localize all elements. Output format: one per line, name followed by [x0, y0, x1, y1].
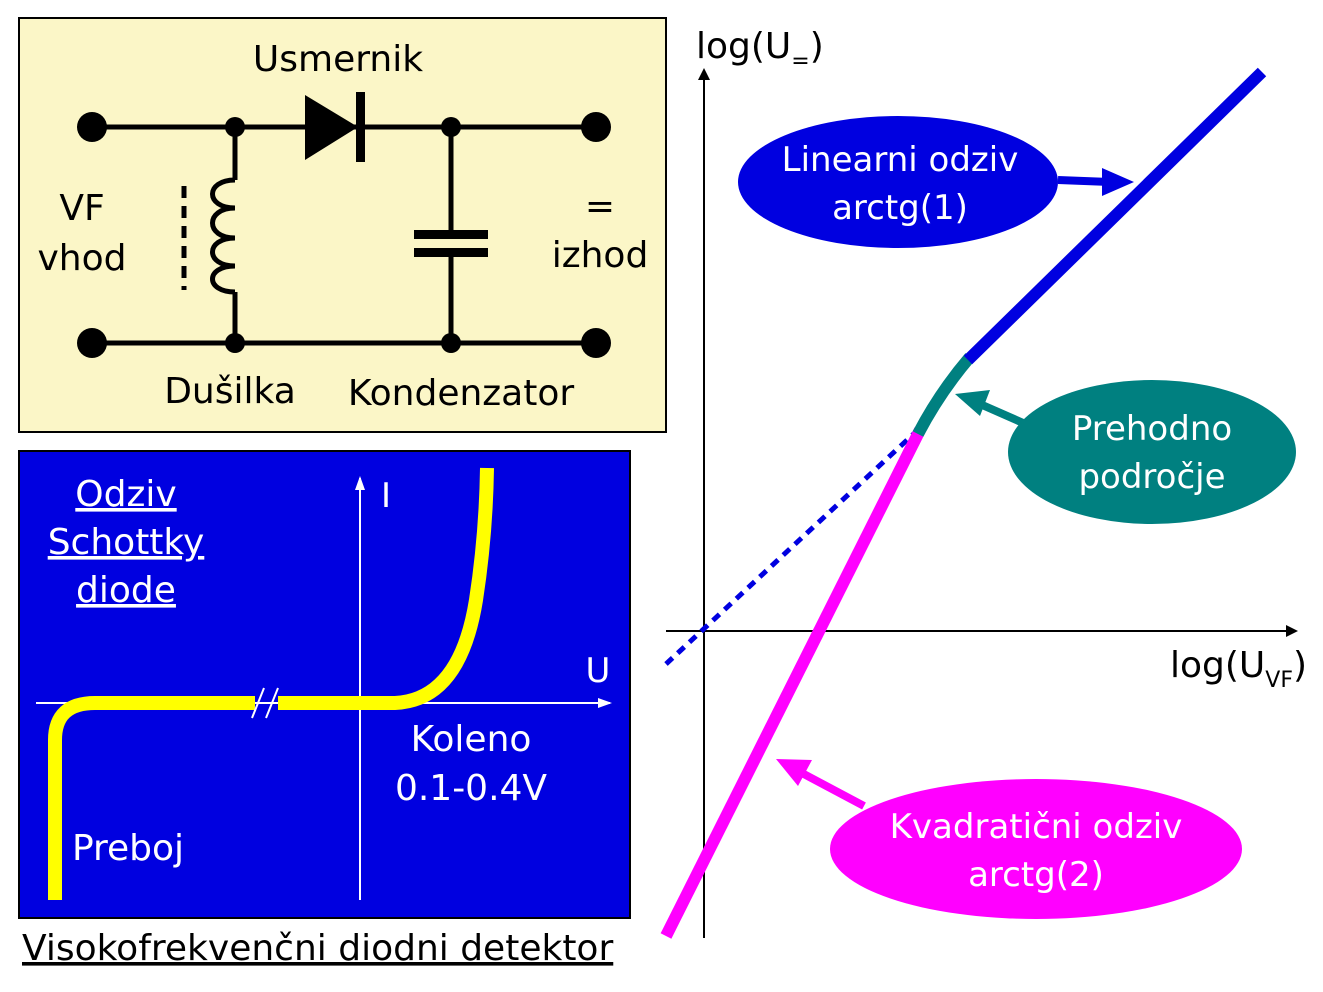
diode-iv-panel: Odziv Schottky diode I U Koleno 0.1-0.4V… — [18, 450, 631, 919]
linear-callout-bubble — [738, 116, 1058, 248]
knee-label-line2: 0.1-0.4V — [395, 768, 547, 809]
iv-title-line1: Odziv — [75, 474, 176, 515]
capacitor-symbol — [414, 127, 488, 343]
capacitor-label: Kondenzator — [348, 373, 575, 414]
input-terminal-bottom — [77, 328, 107, 358]
linear-response-line — [963, 67, 1267, 365]
iv-title-line2: Schottky — [48, 522, 205, 563]
square-callout-line1: Kvadratični odziv — [890, 807, 1183, 847]
axis-break-mark — [265, 687, 279, 719]
input-label-line2: vhod — [38, 238, 127, 279]
transition-curve — [912, 353, 975, 437]
response-x-axis-sub: VF — [1265, 668, 1293, 693]
response-y-axis-label: log(U=) — [696, 26, 824, 74]
linear-callout-arrowhead — [1102, 168, 1134, 196]
linear-callout-arrow — [1057, 176, 1111, 186]
square-callout-line2: arctg(2) — [968, 855, 1104, 895]
junction-dot — [441, 117, 461, 137]
transition-callout-line1: Prehodno — [1072, 409, 1232, 449]
breakdown-label: Preboj — [72, 828, 184, 869]
iv-curve-forward — [278, 467, 494, 710]
transition-callout-line2: področje — [1078, 457, 1225, 497]
square-callout-arrowhead — [776, 759, 812, 786]
voltage-axis-label: U — [586, 651, 611, 691]
circuit-background — [18, 17, 667, 433]
transition-callout-bubble — [1008, 380, 1296, 524]
knee-label-line1: Koleno — [411, 719, 532, 760]
choke-label: Dušilka — [164, 371, 296, 412]
output-label-line1: = — [585, 186, 615, 227]
junction-dot — [225, 117, 245, 137]
iv-curve-breakdown — [48, 696, 255, 900]
response-x-axis-label: log(UVF) — [1170, 645, 1307, 693]
output-label-line2: izhod — [552, 235, 649, 276]
iv-background — [18, 450, 631, 919]
output-terminal-top — [581, 112, 611, 142]
square-callout-arrow — [798, 768, 866, 810]
junction-dot — [225, 333, 245, 353]
diode-symbol — [290, 92, 380, 162]
axis-break-mark — [251, 687, 265, 719]
linear-callout-line2: arctg(1) — [832, 188, 968, 228]
rectifier-label: Usmernik — [253, 39, 423, 80]
response-y-axis-sub: = — [791, 49, 809, 74]
output-terminal-bottom — [581, 328, 611, 358]
linear-callout-line1: Linearni odziv — [782, 140, 1019, 180]
page-caption: Visokofrekvenčni diodni detektor — [22, 928, 613, 969]
linear-extrapolation-line — [664, 426, 922, 666]
transition-callout-arrowhead — [955, 390, 990, 416]
input-label-line1: VF — [59, 188, 104, 229]
circuit-panel: Usmernik VF vhod = izhod Dušilka Kondenz… — [18, 17, 667, 433]
junction-dot — [441, 333, 461, 353]
square-callout-bubble — [830, 779, 1242, 919]
iv-title-line3: diode — [76, 570, 176, 611]
square-law-line — [660, 427, 926, 939]
current-axis-label: I — [381, 476, 391, 516]
response-plot: log(U=) log(UVF) Linearni odziv arctg(1)… — [660, 26, 1307, 939]
input-terminal-top — [77, 112, 107, 142]
